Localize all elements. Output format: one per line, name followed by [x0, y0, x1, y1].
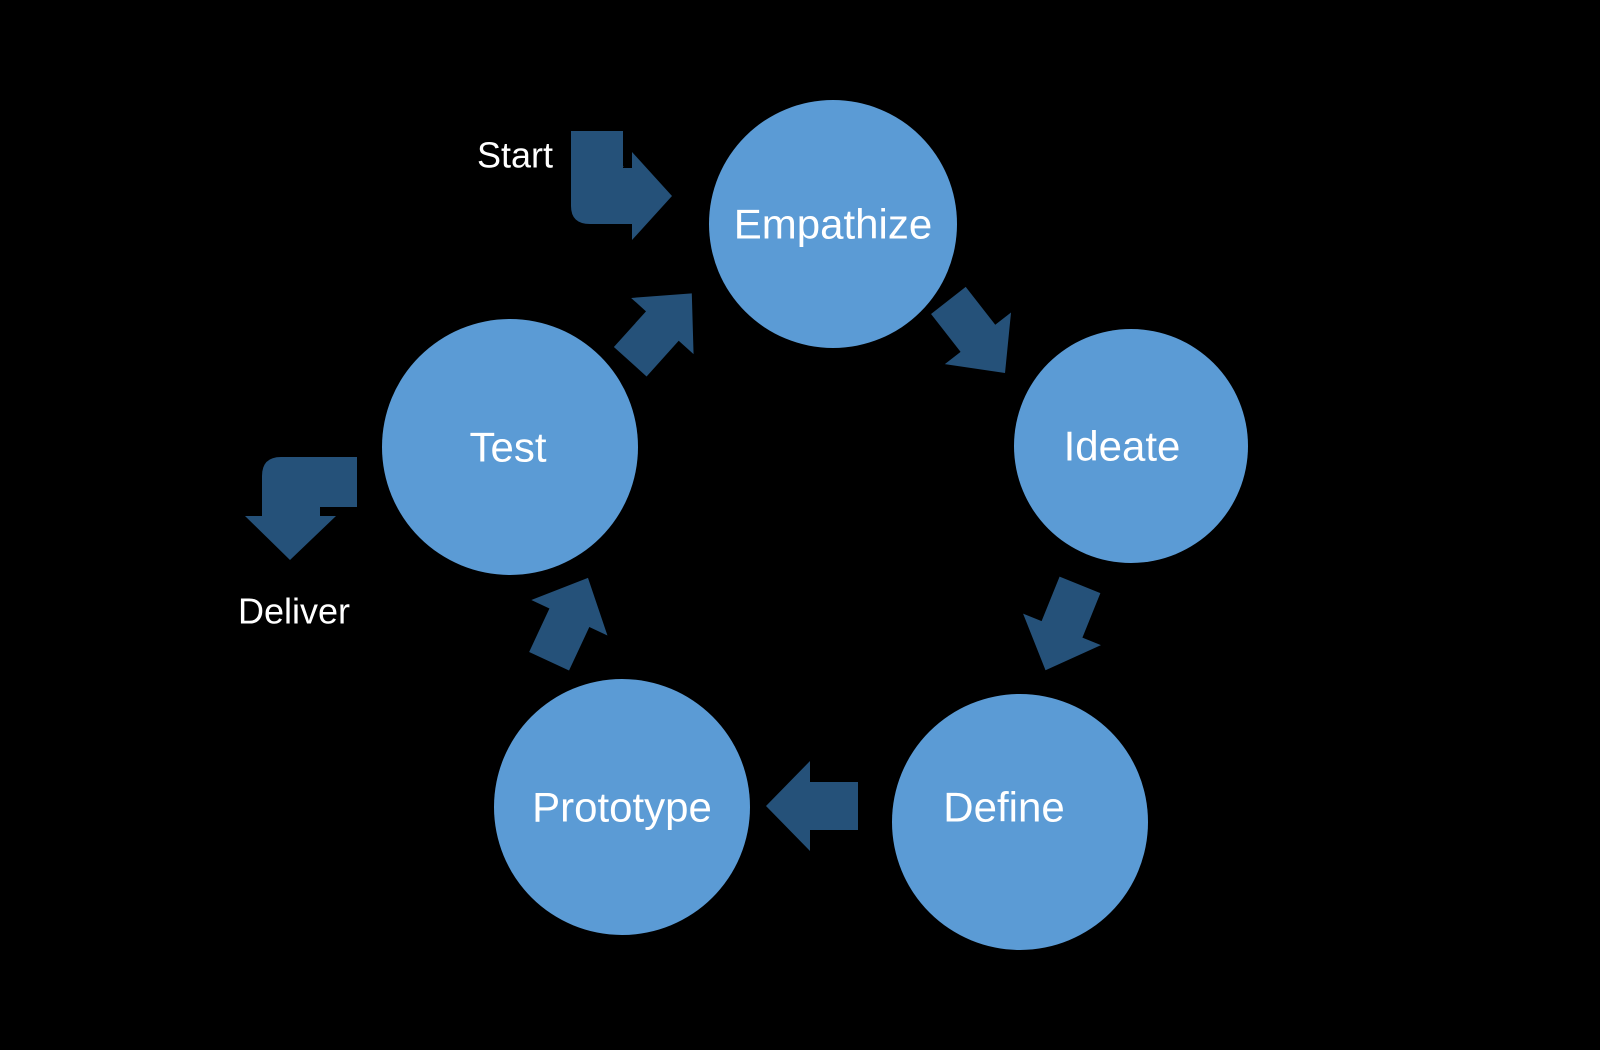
node-define-label: Define [943, 784, 1064, 831]
node-define[interactable]: Define [892, 694, 1148, 950]
arrow-define-to-prototype [766, 761, 858, 851]
node-empathize-label: Empathize [734, 201, 932, 248]
node-ideate-label: Ideate [1064, 423, 1181, 470]
node-empathize-circle [709, 100, 957, 348]
arrow-prototype-to-test [529, 577, 608, 671]
node-prototype-circle [494, 679, 750, 935]
block-arrow-icon [529, 577, 608, 671]
node-test-label: Test [469, 424, 546, 471]
node-prototype-label: Prototype [532, 784, 712, 831]
node-test-circle [382, 319, 638, 575]
block-arrow-icon [931, 286, 1012, 373]
deliver-bent-arrow-icon [245, 457, 357, 560]
node-empathize[interactable]: Empathize [709, 100, 957, 348]
start-label: Start [477, 135, 553, 176]
start-entry-group[interactable]: Start [477, 131, 672, 240]
node-ideate[interactable]: Ideate [1014, 329, 1248, 563]
start-arrow-shape-icon [571, 131, 672, 240]
block-arrow-icon [613, 293, 694, 377]
arrow-test-to-empathize [613, 293, 694, 377]
block-arrow-icon [1023, 576, 1101, 671]
node-prototype[interactable]: Prototype [494, 679, 750, 935]
deliver-label: Deliver [238, 591, 350, 632]
arrow-ideate-to-define [1023, 576, 1101, 671]
deliver-exit-group[interactable]: Deliver [238, 457, 357, 632]
arrow-empathize-to-ideate [931, 286, 1012, 373]
node-define-circle [892, 694, 1148, 950]
node-test[interactable]: Test [382, 319, 638, 575]
node-ideate-circle [1014, 329, 1248, 563]
block-arrow-icon [766, 761, 858, 851]
